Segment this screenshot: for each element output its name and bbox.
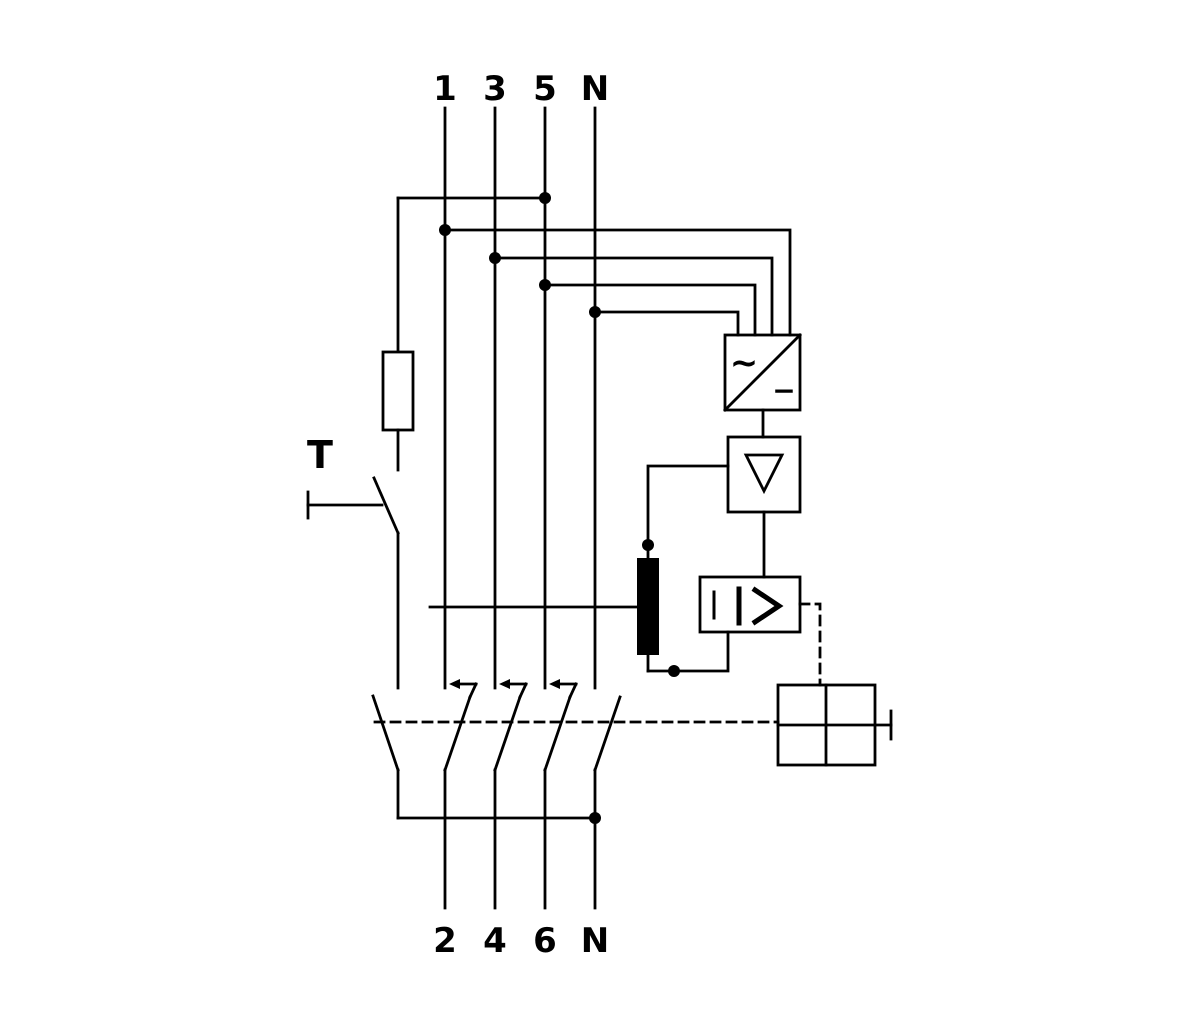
secondary-wire-to-relay xyxy=(646,630,730,673)
power-supply-converter xyxy=(723,333,802,439)
terminal-label-n-top: N xyxy=(581,69,609,109)
ac-symbol: ~ xyxy=(730,343,759,383)
junction-dot-neutral-return xyxy=(589,812,601,824)
junction-dot-transformer-bottom xyxy=(668,665,680,677)
trip-relay xyxy=(698,575,802,634)
transformer-core-bar xyxy=(637,558,659,655)
dc-symbol: − xyxy=(772,374,795,407)
secondary-wire-to-amplifier xyxy=(646,464,730,547)
release-arrow-icon-pole-3 xyxy=(499,679,510,689)
terminal-label-6: 6 xyxy=(533,921,557,961)
junction-dot-pole-3 xyxy=(489,252,501,264)
amplifier-box xyxy=(726,435,802,514)
amplifier-triangle-icon xyxy=(743,453,785,495)
contact-blade-pole-5 xyxy=(543,695,572,772)
release-hook-pole-1 xyxy=(468,682,478,699)
release-arrow-icon-pole-1 xyxy=(449,679,460,689)
terminal-label-2: 2 xyxy=(433,921,457,961)
tap-wire-pole-3 xyxy=(493,256,774,337)
junction-dot-test-tap xyxy=(539,192,551,204)
tap-wire-pole-n xyxy=(593,310,740,337)
terminal-label-3: 3 xyxy=(483,69,507,109)
release-hook-pole-5 xyxy=(568,682,578,699)
terminal-label-1: 1 xyxy=(433,69,457,109)
junction-dot-transformer-top xyxy=(642,539,654,551)
test-circuit xyxy=(306,196,597,820)
terminal-label-5: 5 xyxy=(533,69,557,109)
test-pole-contact-blade xyxy=(371,694,400,772)
test-button-contact-blade xyxy=(372,476,400,535)
converter-diagonal xyxy=(723,333,802,412)
test-button-label: T xyxy=(307,433,333,477)
terminal-labels-bottom: 2 4 6 N xyxy=(433,921,609,961)
release-arrow-icon-pole-5 xyxy=(549,679,560,689)
pole-conductors xyxy=(443,106,597,910)
junction-dots xyxy=(439,192,680,824)
relay-trip-dashed-link xyxy=(798,602,822,687)
trip-linkage xyxy=(373,602,893,767)
test-resistor xyxy=(381,350,415,432)
terminal-label-n-bottom: N xyxy=(581,921,609,961)
release-hook-pole-3 xyxy=(518,682,528,699)
contact-blade-pole-3 xyxy=(493,695,522,772)
current-transformer xyxy=(428,464,730,673)
tap-wire-pole-5 xyxy=(543,283,757,337)
amplifier xyxy=(726,435,802,579)
sensing-taps xyxy=(443,228,792,337)
main-contacts xyxy=(443,679,622,772)
trip-relay-greater-than-icon xyxy=(751,586,784,626)
junction-dot-pole-n xyxy=(589,306,601,318)
terminal-label-4: 4 xyxy=(483,921,507,961)
junction-dot-pole-1 xyxy=(439,224,451,236)
contact-blade-pole-1 xyxy=(443,695,472,772)
junction-dot-pole-5 xyxy=(539,279,551,291)
terminal-labels-top: 1 3 5 N xyxy=(433,69,609,109)
tap-wire-pole-1 xyxy=(443,228,792,337)
contact-blade-pole-n xyxy=(593,695,622,772)
